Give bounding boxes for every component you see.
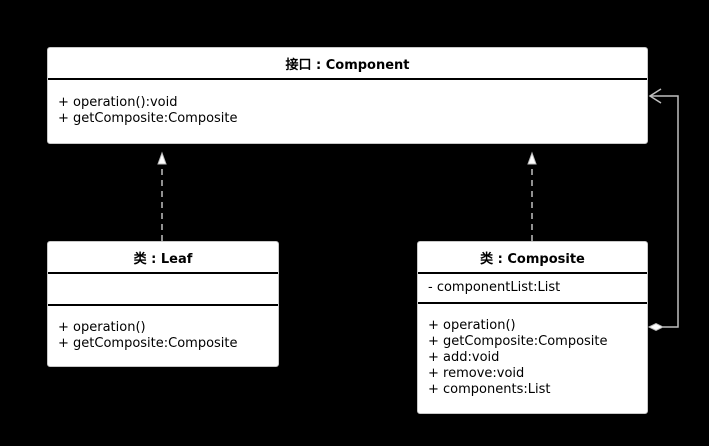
composite-attributes: - componentList:List [418, 274, 647, 304]
composite-operation: + remove:void [428, 366, 525, 381]
aggregation-open-arrowhead [648, 88, 662, 104]
composite-realization-arrowhead [527, 151, 537, 165]
leaf-title: 类 : Leaf [48, 242, 278, 274]
leaf-attributes [48, 274, 278, 306]
composite-operation: + operation() [428, 318, 516, 333]
composite-operation: + add:void [428, 350, 500, 365]
aggregation-line [650, 95, 679, 328]
composite-operation: + getComposite:Composite [428, 334, 608, 349]
leaf-realization-arrowhead [157, 151, 167, 165]
composite-title: 类 : Composite [418, 242, 647, 274]
leaf-class-box: 类 : Leaf + operation() + getComposite:Co… [47, 241, 279, 367]
component-title: 接口 : Component [48, 48, 647, 80]
component-interface-box: 接口 : Component + operation():void + getC… [47, 47, 648, 144]
component-operations: + operation():void + getComposite:Compos… [48, 80, 647, 127]
leaf-operation: + getComposite:Composite [58, 336, 238, 351]
composite-class-box: 类 : Composite - componentList:List + ope… [417, 241, 648, 414]
leaf-operations: + operation() + getComposite:Composite [48, 306, 278, 352]
composite-operation: + components:List [428, 382, 551, 397]
component-operation: + getComposite:Composite [58, 111, 238, 126]
composite-operations: + operation() + getComposite:Composite +… [418, 304, 647, 398]
composite-attribute: - componentList:List [428, 280, 561, 295]
aggregation-diamond [647, 322, 665, 332]
component-operation: + operation():void [58, 95, 178, 110]
leaf-operation: + operation() [58, 320, 146, 335]
